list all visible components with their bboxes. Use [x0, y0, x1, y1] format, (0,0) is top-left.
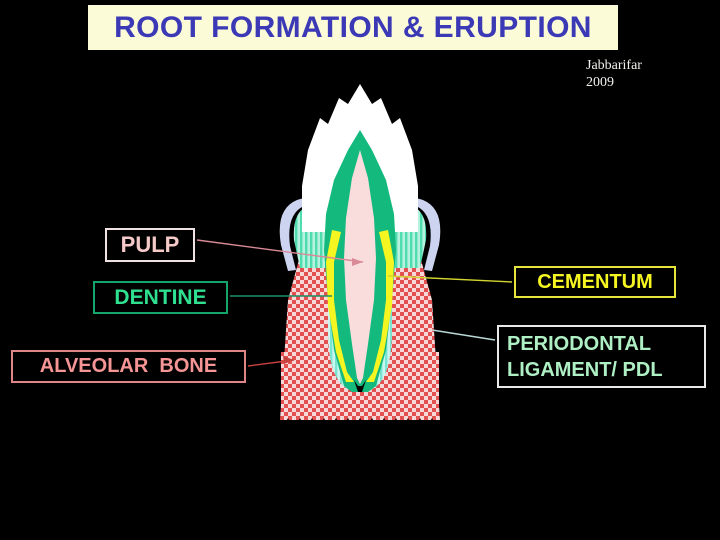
- label-pulp-text: PULP: [120, 232, 180, 257]
- label-alveolar-bone[interactable]: ALVEOLAR BONE: [11, 350, 246, 383]
- cementum-right: [366, 230, 394, 382]
- label-dentine-text: DENTINE: [114, 285, 207, 309]
- pulp: [344, 150, 376, 384]
- page-title: ROOT FORMATION & ERUPTION: [114, 10, 592, 44]
- label-cementum-text: CEMENTUM: [537, 270, 653, 293]
- leader-line-pulp: [196, 239, 364, 263]
- credit-year: 2009: [586, 75, 614, 90]
- leader-line-cementum: [387, 275, 513, 283]
- apical-foramen: [354, 380, 366, 392]
- leader-arrow-pulp: [352, 258, 363, 266]
- leader-arrow-alveolar-bone: [283, 356, 294, 364]
- label-alveolar-bone-text: ALVEOLAR BONE: [39, 355, 218, 377]
- cementum-left: [326, 230, 354, 382]
- credit-author: Jabbarifar: [586, 58, 642, 73]
- label-periodontal-ligament[interactable]: PERIODONTAL LIGAMENT/ PDL: [497, 325, 706, 388]
- label-cementum[interactable]: CEMENTUM: [514, 266, 676, 298]
- title-banner: ROOT FORMATION & ERUPTION: [88, 5, 618, 50]
- label-pdl-line2: LIGAMENT/ PDL: [507, 358, 663, 381]
- leader-line-pdl: [431, 329, 496, 341]
- author-credit: Jabbarifar 2009: [586, 57, 642, 91]
- label-pdl-line1: PERIODONTAL: [507, 332, 652, 355]
- label-dentine[interactable]: DENTINE: [93, 281, 228, 314]
- label-pulp[interactable]: PULP: [105, 228, 195, 262]
